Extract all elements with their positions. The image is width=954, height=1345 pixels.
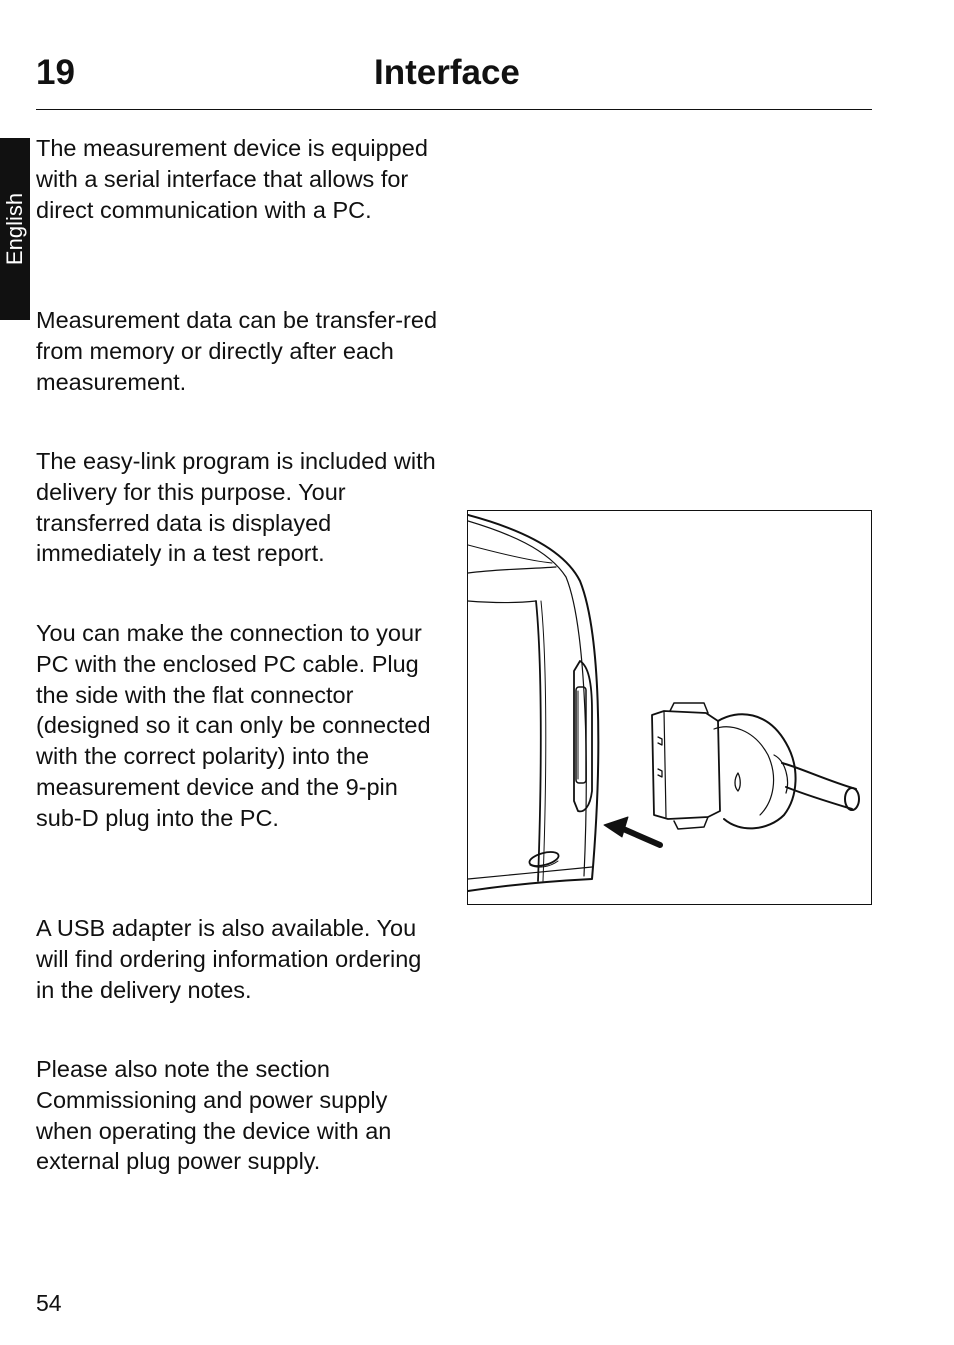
paragraph-serial-interface: The measurement device is equipped with … xyxy=(36,135,428,223)
page-number: 54 xyxy=(36,1290,62,1316)
paragraph-usb-adapter: A USB adapter is also available. You wil… xyxy=(36,915,422,1003)
paragraph-data-transfer: Measurement data can be transfer-red fro… xyxy=(36,307,438,395)
language-tab: English xyxy=(0,138,30,320)
paragraph-pc-connection: You can make the connection to your PC w… xyxy=(36,620,431,831)
chapter-title: Interface xyxy=(374,53,520,92)
cable-plug-drawing xyxy=(651,702,860,830)
language-tab-label: English xyxy=(2,192,27,266)
paragraph-power-supply-note: Please also note the section Commissioni… xyxy=(36,1056,392,1175)
device-cable-drawing xyxy=(468,514,860,892)
device-body-drawing xyxy=(468,514,600,892)
paragraph-easy-link: The easy-link program is included with d… xyxy=(36,448,436,567)
header-divider xyxy=(36,109,872,110)
connector-illustration xyxy=(467,510,872,905)
chapter-number: 19 xyxy=(36,53,75,92)
insert-arrow-drawing xyxy=(603,816,663,848)
